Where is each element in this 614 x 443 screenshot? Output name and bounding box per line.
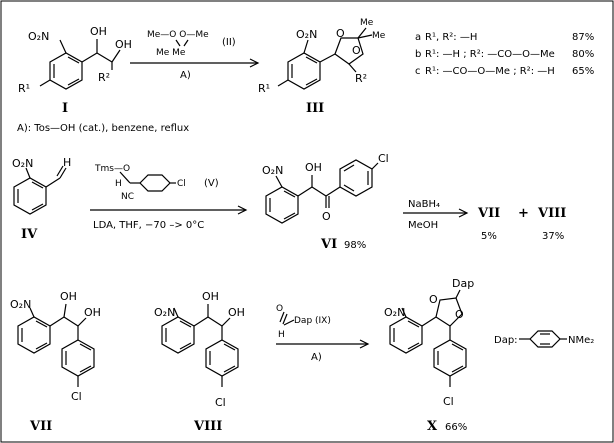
substituent-a-text: R¹, R²: —H <box>425 32 477 43</box>
hydroxyl-VI: OH <box>305 161 322 174</box>
substituent-b-yield: 80% <box>572 49 594 60</box>
reagent-V-CN: NC <box>121 192 134 202</box>
arrow-2-condition: LDA, THF, −70 –> 0°C <box>93 220 204 231</box>
keto-oxygen-VI: O <box>322 210 331 223</box>
substituent-c: c <box>415 66 421 77</box>
chloro-VI: Cl <box>378 152 389 165</box>
arrow-1-head <box>249 58 260 68</box>
reagent-nabh4: NaBH₄ <box>408 199 440 210</box>
r2-label: R² <box>98 71 110 84</box>
substituent-c-yield: 65% <box>572 66 594 77</box>
reagent-IX-oxygen: O <box>276 304 283 314</box>
substituent-table: a R¹, R²: —H 87% b R¹: —H ; R²: —CO—O—Me… <box>415 32 594 77</box>
dap-legend: Dap: NMe₂ <box>494 330 594 348</box>
hydroxyl-2: OH <box>115 38 132 51</box>
chloro-VII: Cl <box>71 390 82 403</box>
chloro-VIII: Cl <box>215 396 226 409</box>
r1-label-III: R¹ <box>258 82 270 95</box>
compound-X: O₂N O O Dap Cl <box>384 277 474 408</box>
reagent-II-name: (II) <box>222 37 236 48</box>
arrow-2-head <box>237 205 248 215</box>
arrow-4-condition: A) <box>311 352 322 363</box>
label-I: I <box>62 101 68 116</box>
reagent-V-group: Tms—O <box>94 164 130 174</box>
nitro-group-X: O₂N <box>384 306 405 319</box>
oxygen-1-X: O <box>429 293 438 306</box>
r2-label-III: R² <box>355 72 367 85</box>
label-X: X <box>427 419 438 434</box>
label-III: III <box>306 101 324 116</box>
yield-VI: 98% <box>344 240 366 251</box>
nitro-group-VI: O₂N <box>262 164 283 177</box>
reagent-V: Tms—O H NC Cl (V) <box>94 164 219 202</box>
dap-legend-label: Dap: <box>494 335 518 346</box>
oxygen-2-III: O <box>352 44 361 57</box>
reagent-V-Cl: Cl <box>177 179 186 189</box>
hydroxyl-1-VIII: OH <box>202 290 219 303</box>
oxygen-2-X: O <box>455 308 464 321</box>
reagent-V-H: H <box>115 179 122 189</box>
arrow-4-head <box>359 339 370 349</box>
compound-IV: O₂N H <box>12 156 71 215</box>
compound-VIII: O₂N OH OH Cl <box>154 290 245 409</box>
r1-label: R¹ <box>18 82 30 95</box>
nitro-group-III: O₂N <box>296 28 317 41</box>
chloro-X: Cl <box>443 395 454 408</box>
nitro-group-VIII: O₂N <box>154 306 175 319</box>
substituent-b: b <box>415 49 421 60</box>
reagent-II-bottom: Me Me <box>156 48 186 58</box>
compound-VI: O₂N OH O Cl <box>262 152 389 224</box>
methyl-1-III: Me <box>360 18 374 28</box>
nitro-group-VII: O₂N <box>10 298 31 311</box>
reagent-IX-H: H <box>278 330 285 340</box>
label-IV: IV <box>21 227 38 242</box>
compound-III: O₂N O O Me Me R² R¹ <box>258 18 386 95</box>
substituent-a-yield: 87% <box>572 32 594 43</box>
hydroxyl-1: OH <box>90 25 107 38</box>
substituent-b-text: R¹: —H ; R²: —CO—O—Me <box>425 49 555 60</box>
arrow-1-condition: A) <box>180 70 191 81</box>
arrow-3-head <box>458 208 469 218</box>
reagent-IX-text: Dap (IX) <box>294 316 331 326</box>
label-VII: VII <box>29 419 52 434</box>
yield-X: 66% <box>445 422 467 433</box>
plus-sign: + <box>518 206 529 221</box>
label-VI: VI <box>320 237 337 252</box>
substituent-a: a <box>415 32 421 43</box>
footnote: A): Tos—OH (cat.), benzene, reflux <box>17 123 189 134</box>
yield-VIII: 37% <box>542 231 564 242</box>
aldehyde-H-IV: H <box>63 156 71 169</box>
nitro-group: O₂N <box>28 30 49 43</box>
label-VIII: VIII <box>193 419 222 434</box>
yield-VII: 5% <box>481 231 497 242</box>
oxygen-1-III: O <box>336 27 345 40</box>
reagent-IX: O Dap (IX) H <box>276 304 331 340</box>
reagent-V-name: (V) <box>204 178 219 189</box>
hydroxyl-1-VII: OH <box>60 290 77 303</box>
dap-group-X: Dap <box>452 277 474 290</box>
reagent-II: Me—O O—Me Me Me (II) <box>147 30 236 58</box>
compound-I: O₂N OH OH R² R¹ <box>18 25 132 95</box>
substituent-c-text: R¹: —CO—O—Me ; R²: —H <box>425 66 555 77</box>
nitro-group-IV: O₂N <box>12 157 33 170</box>
hydroxyl-2-VIII: OH <box>228 306 245 319</box>
product-VII-ref: VII <box>477 206 500 221</box>
hydroxyl-2-VII: OH <box>84 306 101 319</box>
reagent-meoh: MeOH <box>408 220 438 231</box>
compound-VII: O₂N OH OH Cl <box>10 290 101 403</box>
dap-legend-group: NMe₂ <box>568 335 594 346</box>
methyl-2-III: Me <box>372 31 386 41</box>
product-VIII-ref: VIII <box>537 206 566 221</box>
reagent-II-top: Me—O O—Me <box>147 30 209 40</box>
